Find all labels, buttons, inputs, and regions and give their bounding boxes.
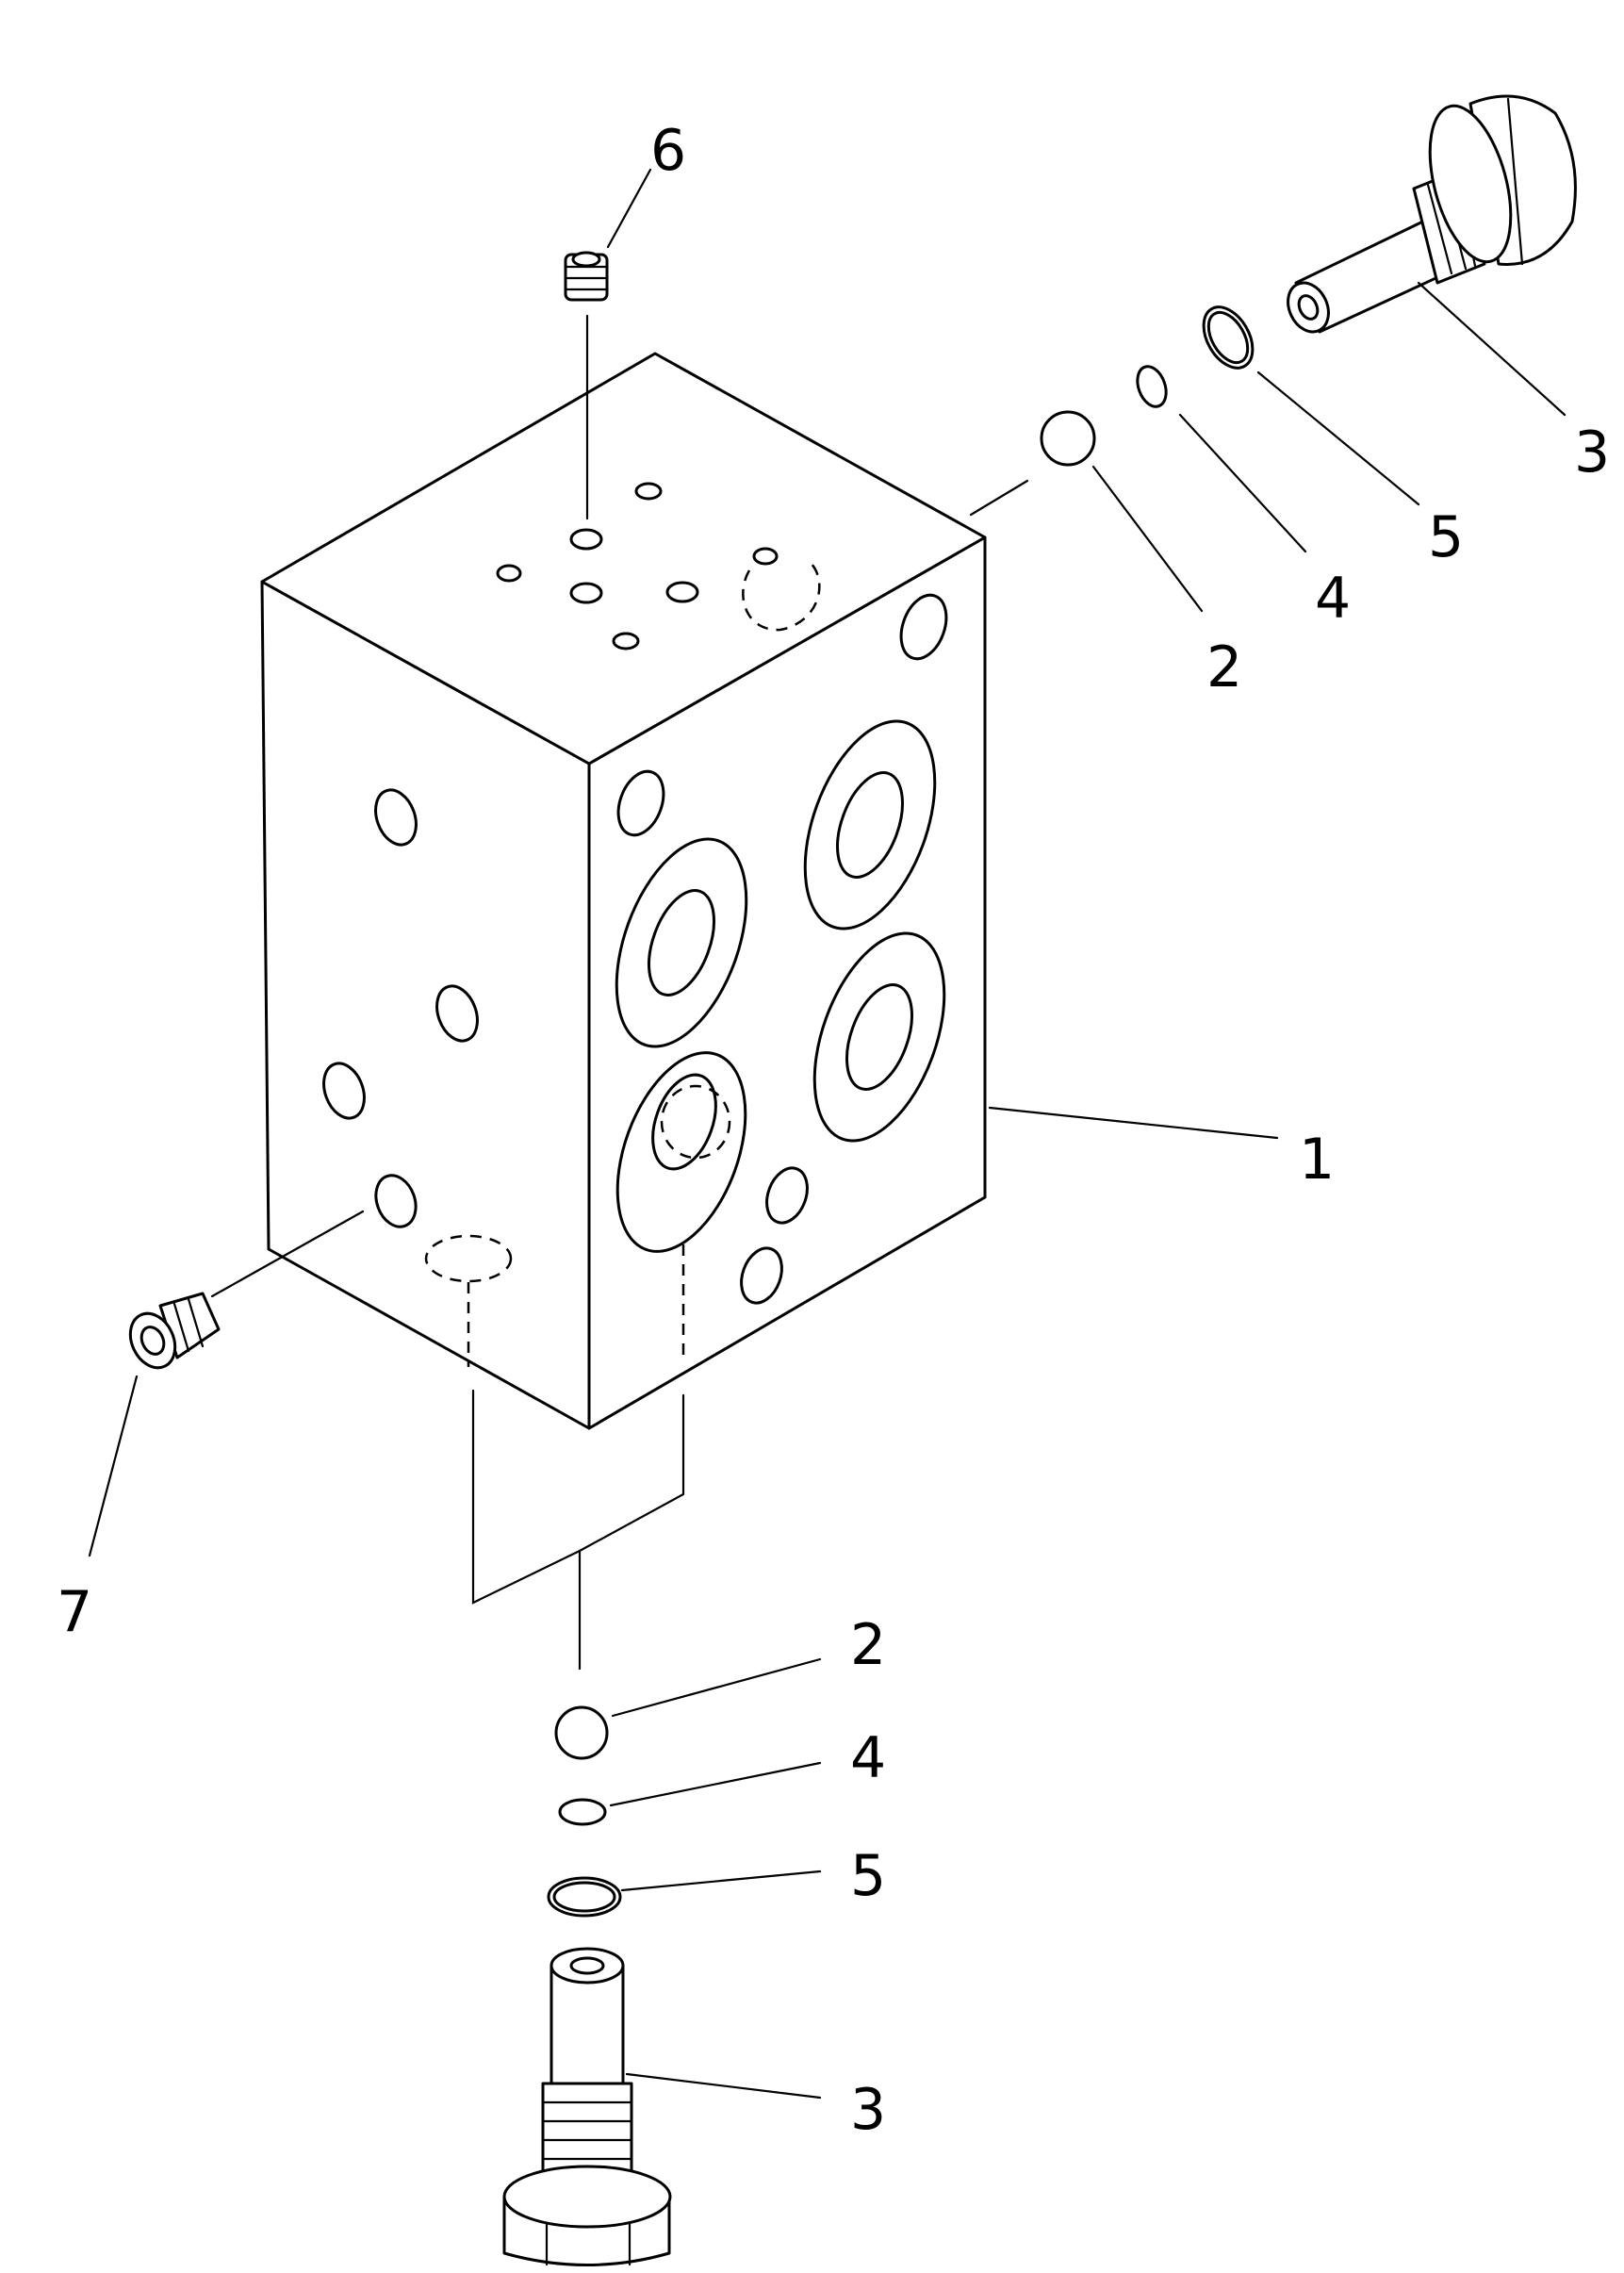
callout-part-2-bottom: 2	[850, 1612, 886, 1678]
part-3-valve-right	[1287, 94, 1577, 334]
part-4-oring-bottom	[558, 1798, 607, 1826]
callout-part-5-right: 5	[1428, 504, 1464, 570]
assembly-centre-lines	[210, 314, 1029, 1671]
callout-part-6: 6	[650, 118, 686, 184]
top-face-ports	[496, 482, 779, 651]
callout-part-4-right: 4	[1315, 566, 1351, 632]
callout-part-7: 7	[57, 1579, 92, 1645]
callout-part-2-right: 2	[1206, 634, 1242, 700]
part-7-plug	[128, 1292, 221, 1370]
part-5-oring-right	[1202, 305, 1255, 370]
callout-part-3-bottom: 3	[850, 2077, 886, 2143]
part-6-plug	[564, 251, 609, 302]
callout-part-3-right: 3	[1574, 420, 1610, 486]
valve-body	[260, 352, 987, 1430]
right-face-ports	[615, 593, 948, 1305]
part-2-ball-bottom	[554, 1705, 609, 1760]
part-3-valve-bottom	[502, 1947, 672, 2266]
callout-part-1: 1	[1299, 1127, 1335, 1193]
part-2-ball-right	[1040, 410, 1096, 467]
part-4-oring-right	[1136, 365, 1168, 408]
callout-part-5-bottom: 5	[850, 1843, 886, 1909]
callout-labels: 6 3 5 4 2 1 7 2 4 5 3	[57, 118, 1610, 2143]
part-5-oring-bottom	[547, 1876, 622, 1918]
left-face-ports	[322, 788, 479, 1228]
callout-part-4-bottom: 4	[850, 1725, 886, 1791]
leader-lines	[88, 168, 1567, 2100]
